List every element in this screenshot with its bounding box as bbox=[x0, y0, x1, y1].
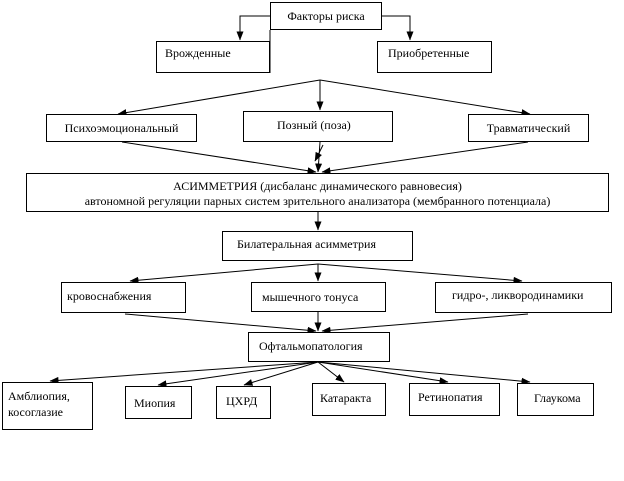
asymmetry-line-1: АСИММЕТРИЯ (дисбаланс динамического равн… bbox=[173, 179, 462, 193]
acquired-box: Приобретенные bbox=[377, 41, 492, 73]
arrow-to-blood bbox=[129, 263, 319, 284]
psychoemotional-label: Психоэмоциональный bbox=[64, 121, 179, 135]
muscle-tone-box: мышечного тонуса bbox=[251, 282, 386, 312]
blood-supply-box: кровоснабжения bbox=[61, 282, 186, 313]
bilateral-box: Билатеральная асимметрия bbox=[222, 231, 413, 261]
risk-factors-label: Факторы риска bbox=[287, 9, 365, 23]
cataract-label: Катаракта bbox=[320, 391, 372, 405]
arrow-to-glaucoma bbox=[317, 361, 531, 385]
arrow-psycho-to-asym bbox=[121, 141, 317, 175]
arrow-hydro-to-ophth bbox=[321, 313, 529, 334]
arrow-to-hydro bbox=[317, 263, 523, 284]
retinopathy-box: Ретинопатия bbox=[409, 383, 500, 416]
arrow-postural-to-asym bbox=[315, 141, 323, 173]
hydro-label: гидро-, ликвородинамики bbox=[452, 288, 584, 302]
retinopathy-label: Ретинопатия bbox=[418, 390, 483, 404]
traumatic-box: Травматический bbox=[468, 114, 589, 142]
amblyopia-box: Амблиопия, косоглазие bbox=[2, 382, 93, 430]
psychoemotional-box: Психоэмоциональный bbox=[46, 114, 197, 142]
risk-factors-box: Факторы риска bbox=[270, 2, 382, 30]
arrow-to-psychoemotional bbox=[117, 79, 321, 117]
glaucoma-box: Глаукома bbox=[517, 383, 594, 416]
arrow-to-cscr bbox=[243, 361, 319, 386]
cataract-box: Катаракта bbox=[312, 383, 386, 416]
arrow-to-cataract bbox=[317, 361, 345, 383]
bilateral-label: Билатеральная асимметрия bbox=[237, 237, 376, 251]
arrow-to-retinopathy bbox=[317, 361, 449, 385]
traumatic-label: Травматический bbox=[486, 121, 571, 135]
ophthalmopathology-box: Офтальмопатология bbox=[248, 332, 390, 362]
arrow-blood-to-ophth bbox=[124, 313, 317, 334]
arrow-risk-to-congenital bbox=[236, 15, 271, 41]
asymmetry-line-2: автономной регуляции парных систем зрите… bbox=[84, 194, 551, 208]
amblyopia-line-2: косоглазие bbox=[8, 405, 63, 419]
ophthalmopathology-label: Офтальмопатология bbox=[259, 339, 363, 353]
congenital-label: Врожденные bbox=[165, 46, 231, 60]
congenital-box: Врожденные bbox=[156, 41, 270, 73]
acquired-label: Приобретенные bbox=[388, 46, 470, 60]
cscr-box: ЦХРД bbox=[216, 386, 271, 419]
myopia-label: Миопия bbox=[134, 396, 176, 410]
arrow-to-amblyopia bbox=[49, 361, 319, 384]
hydro-box: гидро-, ликвородинамики bbox=[435, 282, 612, 313]
myopia-box: Миопия bbox=[125, 386, 192, 419]
arrow-postural-diag bbox=[314, 144, 324, 162]
muscle-tone-label: мышечного тонуса bbox=[262, 290, 359, 304]
glaucoma-label: Глаукома bbox=[534, 391, 581, 405]
cscr-label: ЦХРД bbox=[226, 394, 258, 408]
arrow-risk-to-acquired bbox=[381, 15, 414, 41]
amblyopia-line-1: Амблиопия, bbox=[8, 389, 70, 403]
postural-label: Позный (поза) bbox=[277, 118, 351, 132]
asymmetry-box: АСИММЕТРИЯ (дисбаланс динамического равн… bbox=[26, 173, 609, 212]
arrow-to-myopia bbox=[157, 361, 319, 388]
postural-box: Позный (поза) bbox=[243, 111, 393, 142]
arrow-traumatic-to-asym bbox=[321, 141, 529, 175]
blood-supply-label: кровоснабжения bbox=[67, 289, 152, 303]
arrow-to-traumatic bbox=[319, 79, 531, 117]
